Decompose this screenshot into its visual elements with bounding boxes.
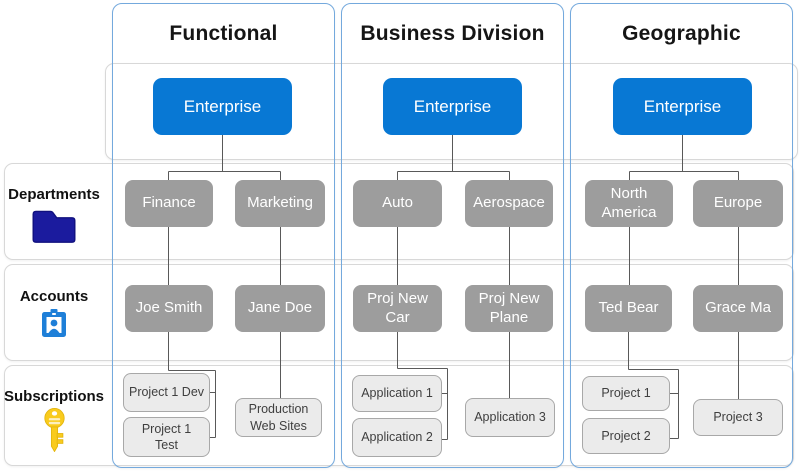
- column-business-division: Business Division: [341, 3, 564, 468]
- node-finance: Finance: [125, 180, 213, 227]
- node-europe: Europe: [693, 180, 783, 227]
- column-geographic: Geographic: [570, 3, 793, 468]
- account-badge-icon: [42, 309, 66, 337]
- row-label-departments: Departments: [8, 186, 100, 203]
- node-proj-new-car: Proj New Car: [353, 285, 442, 332]
- column-title-geographic: Geographic: [622, 22, 741, 45]
- node-grace-ma: Grace Ma: [693, 285, 783, 332]
- key-icon: [43, 408, 65, 452]
- node-proj-new-plane: Proj New Plane: [465, 285, 553, 332]
- node-joe-smith: Joe Smith: [125, 285, 213, 332]
- row-label-accounts: Accounts: [19, 288, 89, 305]
- folder-icon: [32, 210, 76, 243]
- node-ted-bear: Ted Bear: [585, 285, 672, 332]
- column-title-functional: Functional: [169, 22, 278, 45]
- node-application-3: Application 3: [465, 398, 555, 437]
- node-production-web-sites: Production Web Sites: [235, 398, 322, 437]
- column-title-business-division: Business Division: [360, 22, 545, 45]
- node-enterprise-business-division: Enterprise: [383, 78, 522, 135]
- node-auto: Auto: [353, 180, 442, 227]
- node-project-1-dev: Project 1 Dev: [123, 373, 210, 412]
- node-jane-doe: Jane Doe: [235, 285, 325, 332]
- node-application-2: Application 2: [352, 418, 442, 457]
- row-header-subscriptions: Subscriptions: [4, 388, 104, 452]
- node-enterprise-geographic: Enterprise: [613, 78, 752, 135]
- node-project-1-test: Project 1 Test: [123, 417, 210, 457]
- node-marketing: Marketing: [235, 180, 325, 227]
- column-functional: Functional: [112, 3, 335, 468]
- node-project-2: Project 2: [582, 418, 670, 454]
- node-project-1: Project 1: [582, 376, 670, 411]
- node-application-1: Application 1: [352, 375, 442, 412]
- row-header-accounts: Accounts: [4, 288, 104, 338]
- row-label-subscriptions: Subscriptions: [4, 388, 105, 405]
- node-aerospace: Aerospace: [465, 180, 553, 227]
- node-north-america: North America: [585, 180, 673, 227]
- node-project-3: Project 3: [693, 399, 783, 436]
- row-header-departments: Departments: [4, 186, 104, 244]
- node-enterprise-functional: Enterprise: [153, 78, 292, 135]
